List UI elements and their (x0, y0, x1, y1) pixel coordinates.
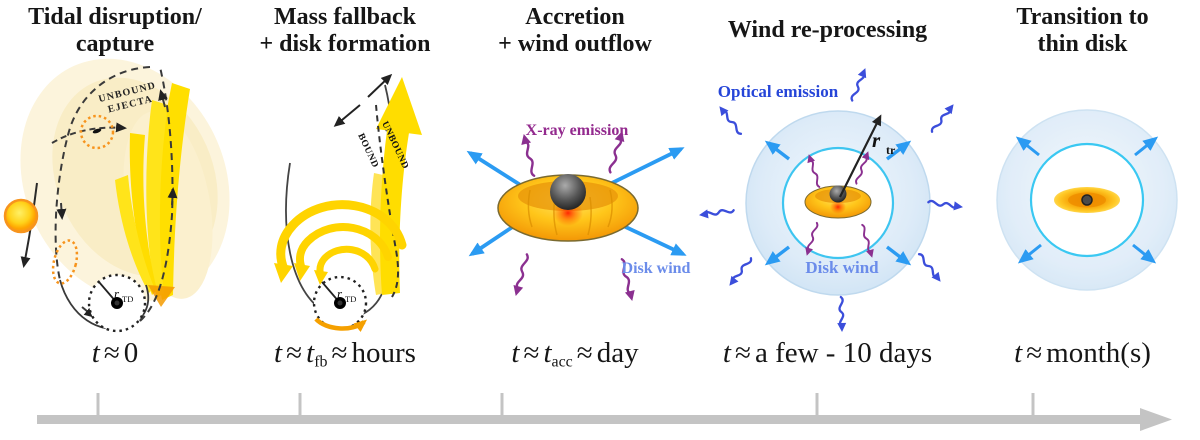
time-label: t≈tacc≈day (460, 337, 690, 371)
panel-title: Tidal disruption/ capture (0, 4, 230, 58)
optical-emission-label: Optical emission (718, 82, 839, 101)
wind-reprocessing-illustration: r tr Optical emission Disk wind (697, 65, 965, 334)
disk-wind-label: Disk wind (805, 258, 879, 277)
approx-sign: ≈ (103, 337, 120, 369)
r-td-sub: TD (345, 294, 356, 304)
mass-fallback-illustration: UNBOUND BOUND r TD (274, 73, 422, 332)
approx-sign2: ≈ (331, 337, 348, 369)
time-var2: t (306, 337, 315, 369)
time-value: hours (351, 337, 416, 369)
r-td-label: r (337, 286, 343, 301)
timeline-ticks (96, 393, 1035, 415)
timeline-arrowhead-icon (1140, 408, 1172, 431)
timeline-arrow (37, 393, 1172, 431)
panel-accretion: Accretion + wind outflow (460, 0, 691, 400)
stream-base (148, 285, 175, 307)
timeline-bar (37, 415, 1140, 424)
r-td-sub: TD (122, 294, 133, 304)
fallback-spiral-arrows (274, 200, 407, 285)
time-label: t≈tfb≈hours (230, 337, 460, 371)
tidal-radius: r TD (312, 275, 368, 331)
black-hole-icon (550, 174, 586, 210)
thin-disk (1054, 187, 1120, 213)
title-line-2: capture (75, 31, 155, 58)
star-icon (3, 198, 39, 234)
panel-wind-reprocessing: Wind re-processing (690, 0, 965, 400)
time-value: day (596, 337, 639, 369)
xray-emission-label: X-ray emission (526, 122, 629, 139)
approx-sign: ≈ (1026, 337, 1043, 369)
time-subscript: fb (314, 353, 328, 371)
title-line-1: Wind re-processing (727, 17, 928, 43)
thin-disk-illustration (996, 109, 1178, 291)
time-value: 0 (123, 337, 139, 369)
approx-sign: ≈ (523, 337, 540, 369)
black-hole-icon (829, 185, 847, 203)
time-var: t (91, 337, 100, 369)
r-tr-sub: tr (886, 143, 896, 157)
panel-title: Mass fallback + disk formation (230, 4, 460, 58)
time-var: t (722, 337, 731, 369)
title-line-1: Mass fallback (273, 4, 416, 30)
hot-inner-glow (830, 200, 846, 214)
approx-sign: ≈ (286, 337, 303, 369)
title-line-2: + disk formation (259, 31, 431, 58)
panel-thin-disk: Transition to thin disk t≈month(s) (965, 0, 1200, 400)
approx-sign: ≈ (734, 337, 751, 369)
time-var: t (1014, 337, 1023, 369)
time-var2: t (543, 337, 552, 369)
panel-title: Transition to thin disk (965, 4, 1200, 58)
title-line-1: Transition to (1016, 4, 1149, 30)
disk-forming-arc (314, 317, 368, 332)
tidal-radius: r TD (87, 273, 147, 333)
ejecta-streams (115, 83, 190, 307)
title-line-2: thin disk (1037, 31, 1128, 58)
incoming-star (3, 182, 39, 268)
captured-star-marker (79, 114, 115, 150)
black-hole-icon (1081, 194, 1093, 206)
panel-title: Wind re-processing (690, 17, 965, 44)
time-subscript: acc (551, 353, 573, 371)
panel-title: Accretion + wind outflow (460, 4, 690, 58)
tidal-disruption-illustration: r TD UNBOUND EJECTA (3, 58, 230, 333)
panel-mass-fallback: Mass fallback + disk formation UNBOUND B… (230, 0, 460, 400)
time-value: month(s) (1046, 337, 1151, 369)
accretion-illustration: X-ray emission Disk wind (466, 122, 691, 304)
time-label: t≈0 (0, 337, 230, 370)
disk-wind-label: Disk wind (622, 260, 691, 277)
time-label: t≈a few - 10 days (690, 337, 965, 370)
accretion-torus (497, 174, 639, 242)
shell-expansion-arrows (1015, 136, 1159, 264)
bound-label: BOUND (355, 132, 380, 170)
shell-expansion-arrows (764, 140, 912, 266)
r-td-label: r (114, 286, 120, 301)
title-line-1: Accretion (525, 4, 625, 30)
time-value: a few - 10 days (754, 337, 933, 369)
title-line-2: + wind outflow (498, 31, 652, 58)
trapping-radius: r tr (839, 114, 896, 198)
accretion-torus (804, 185, 872, 219)
unbound-ejecta-arrow (376, 77, 422, 295)
panel-tidal-disruption: Tidal disruption/ capture (0, 0, 230, 400)
title-line-1: Tidal disruption/ (28, 4, 202, 30)
bound-direction-arrow (333, 104, 361, 127)
stretched-star (51, 239, 79, 285)
time-var: t (511, 337, 520, 369)
r-tr-label: r (872, 128, 881, 152)
unbound-direction-arrow (367, 73, 393, 98)
time-label: t≈month(s) (965, 337, 1200, 370)
approx-sign2: ≈ (576, 337, 593, 369)
time-var: t (274, 337, 283, 369)
